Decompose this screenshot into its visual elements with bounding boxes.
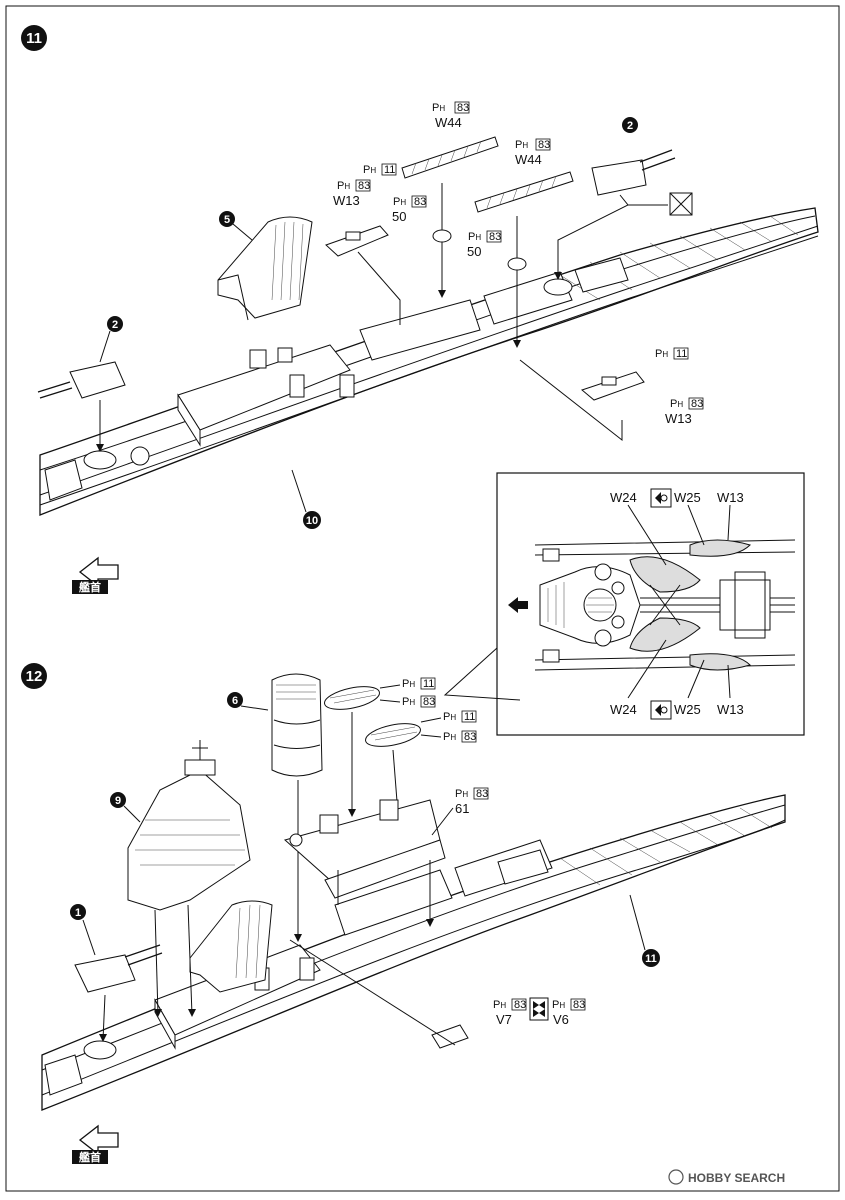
direction-arrow-icon <box>508 597 528 613</box>
part-number-10: 10 <box>306 515 318 527</box>
ph83-12c-num: 83 <box>476 788 488 800</box>
inset-glue-icon-top <box>650 488 672 508</box>
ph83-label-a: PH <box>432 102 445 114</box>
ph83-num-c: 83 <box>358 180 370 192</box>
ph83-12a-label: PH <box>402 696 415 708</box>
hull-part-11: 11 <box>629 894 660 967</box>
detail-inset: W24 W25 W13 W24 W25 W13 <box>443 472 805 736</box>
part-number-5: 5 <box>224 214 230 226</box>
catapult-rail-a: PH 83 W44 <box>401 101 499 298</box>
v6-label: V6 <box>553 1012 569 1027</box>
turret-part-2-left: 2 <box>37 316 126 452</box>
part-number-2-right: 2 <box>627 120 633 132</box>
sheet-border <box>5 5 840 1192</box>
w13-label-b: W13 <box>665 411 692 426</box>
launch-boat-b: PH 11 PH 83 W13 <box>519 347 704 442</box>
turret-part-1: 1 <box>70 904 163 1042</box>
watermark: HOBBY SEARCH <box>668 1169 785 1185</box>
catapult-turntable-a: PH 83 50 <box>392 195 452 243</box>
boat-platform-b: PH 11 PH 83 <box>365 710 477 842</box>
inset-glue-icon-bot <box>650 700 672 720</box>
v7-label: V7 <box>496 1012 512 1027</box>
ph11-label-a: PH <box>363 164 376 176</box>
bridge-part-9: 9 <box>110 740 251 1017</box>
part-number-11: 11 <box>645 953 657 965</box>
step-11-badge: 11 <box>21 25 47 51</box>
ph11-label-b: PH <box>655 348 668 360</box>
aft-deck-structure: PH 83 61 <box>283 787 489 927</box>
bow-indicator-11: 艦首 <box>72 556 119 594</box>
bow-indicator-12: 艦首 <box>72 1124 119 1164</box>
w13-label-a: W13 <box>333 193 360 208</box>
inset-w25-bot: W25 <box>674 702 701 717</box>
ph83-num-b: 83 <box>538 139 550 151</box>
catapult-turntable-b: PH 83 50 <box>467 230 527 271</box>
w44-label-b: W44 <box>515 152 542 167</box>
ph11-12a-label: PH <box>402 678 415 690</box>
ph83-label-e: PH <box>468 231 481 243</box>
bend-icon <box>529 997 549 1021</box>
inset-w13-bot: W13 <box>717 702 744 717</box>
ph11-12a-num: 11 <box>423 678 434 690</box>
funnel-part-6: 6 <box>227 673 323 942</box>
inset-w24-top: W24 <box>610 490 637 505</box>
ph83-12b-label: PH <box>443 731 456 743</box>
ph83-12b-num: 83 <box>464 731 476 743</box>
bow-label-12: 艦首 <box>79 1150 101 1164</box>
w44-label-a: W44 <box>435 115 462 130</box>
inset-w24-bot: W24 <box>610 702 637 717</box>
part-number-6: 6 <box>232 695 238 707</box>
ph83-label-c: PH <box>337 180 350 192</box>
ph83-label-d: PH <box>393 196 406 208</box>
ph83-12a-num: 83 <box>423 696 435 708</box>
hull-part-10: 10 <box>291 469 321 529</box>
step-12-number: 12 <box>26 668 43 685</box>
ph11-12b-num: 11 <box>464 711 475 723</box>
ph83-label-f: PH <box>670 398 683 410</box>
part-number-2-left: 2 <box>112 319 118 331</box>
ph11-12b-label: PH <box>443 711 456 723</box>
part-number-9: 9 <box>115 795 121 807</box>
ph11-num-b: 11 <box>676 348 687 360</box>
funnel-part-5: 5 <box>217 211 313 321</box>
ph83-12e-label: PH <box>552 999 565 1011</box>
ph83-12d-label: PH <box>493 999 506 1011</box>
watermark-text: HOBBY SEARCH <box>688 1171 785 1185</box>
step-11-number: 11 <box>26 30 42 47</box>
ph83-num-d: 83 <box>414 196 426 208</box>
part-50-label-a: 50 <box>392 209 406 224</box>
ph11-num-a: 11 <box>384 164 395 176</box>
launch-boat-a: PH 11 PH 83 W13 <box>325 163 401 325</box>
boat-platform-a: PH 11 PH 83 <box>324 677 436 817</box>
part-number-1: 1 <box>75 907 81 919</box>
ph83-num-f: 83 <box>691 398 703 410</box>
inset-w13-top: W13 <box>717 490 744 505</box>
ph83-num-a: 83 <box>457 102 469 114</box>
ph83-num-e: 83 <box>489 231 501 243</box>
catapult-rail-b: PH 83 W44 <box>474 138 574 348</box>
ph83-12d-num: 83 <box>514 999 526 1011</box>
part-50-label-b: 50 <box>467 244 481 259</box>
inset-w25-top: W25 <box>674 490 701 505</box>
bow-label-11: 艦首 <box>79 580 101 594</box>
part-61-label: 61 <box>455 801 469 816</box>
step-12-badge: 12 <box>21 663 47 689</box>
ph83-12e-num: 83 <box>573 999 585 1011</box>
turret-part-2-right: 2 <box>554 117 693 280</box>
ph83-12c-label: PH <box>455 788 468 800</box>
ph83-label-b: PH <box>515 139 528 151</box>
bracket-v7-v6: PH 83 V7 PH 83 V6 <box>289 939 586 1049</box>
hull-step-11 <box>39 207 819 516</box>
hull-step-12 <box>41 794 786 1111</box>
